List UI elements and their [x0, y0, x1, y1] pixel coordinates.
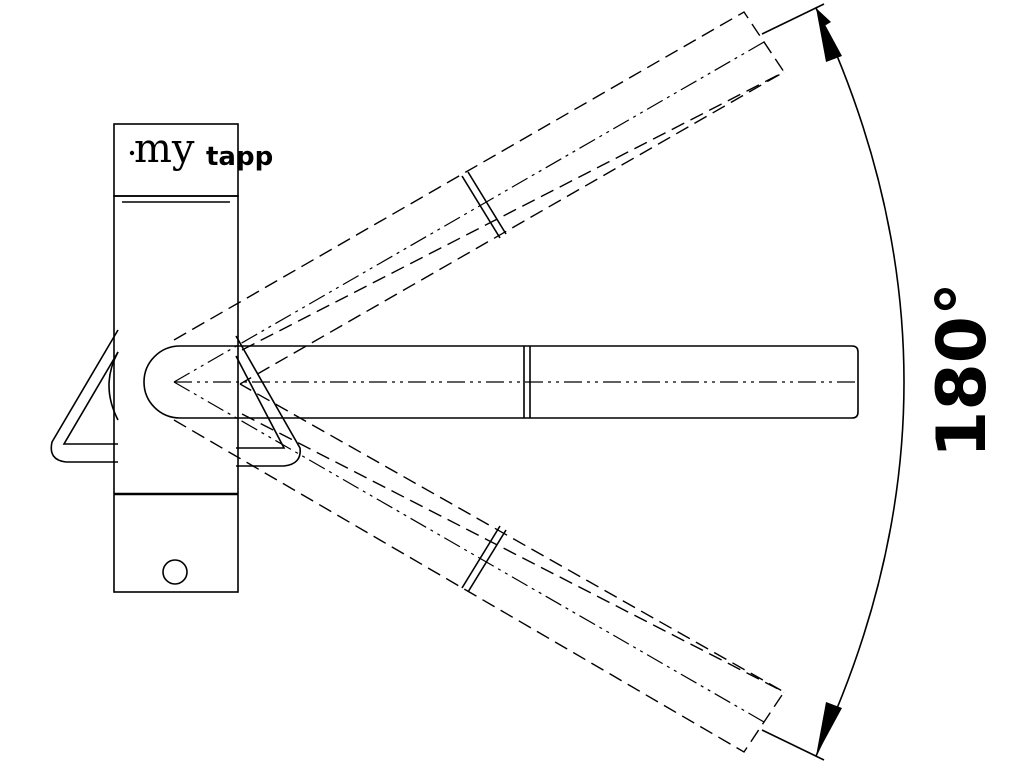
logo-prefix: my [134, 126, 195, 172]
mounting-hole [162, 559, 188, 585]
mytapp-logo: my tapp [129, 126, 273, 172]
spout-rotated-lower [173, 381, 786, 753]
handle-lever [50, 329, 301, 467]
arrow-top-icon [816, 8, 842, 62]
logo-brand: tapp [206, 142, 273, 172]
spout-rotated-upper [173, 11, 785, 385]
rotation-range-indicator: 180° [761, 3, 1002, 761]
spout-solid [143, 345, 859, 419]
arrow-bottom-icon [816, 702, 842, 756]
rotation-angle-label: 180° [923, 282, 1002, 458]
faucet-body [113, 123, 239, 593]
